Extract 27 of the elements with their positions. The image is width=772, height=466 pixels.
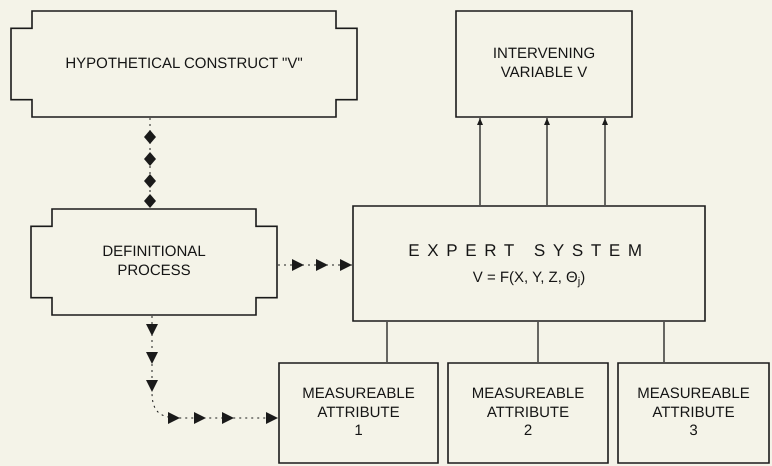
variable-box: [455, 10, 633, 118]
attribute-box: [617, 362, 770, 464]
arrow-chain: [278, 259, 352, 271]
box-title: EXPERT SYSTEM: [408, 240, 650, 261]
process-box: [30, 208, 278, 316]
attribute-box: [278, 362, 439, 464]
construct-box: [10, 10, 358, 118]
attribute-box: [447, 362, 609, 464]
connector-line: [386, 322, 388, 362]
formula-text: V = F(X, Y, Z, Θ$_{j}$): [472, 268, 586, 288]
box-label: MEASUREABLE ATTRIBUTE: [636, 384, 751, 422]
box-label: MEASUREABLE ATTRIBUTE: [470, 384, 586, 422]
box-label: MEASUREABLE ATTRIBUTE: [301, 384, 416, 422]
attribute-number: 2: [524, 422, 532, 442]
arrow: [602, 118, 608, 205]
box-label: HYPOTHETICAL CONSTRUCT "V": [65, 54, 303, 74]
box-label: INTERVENING VARIABLE V: [492, 45, 596, 83]
attribute-number: 3: [689, 422, 698, 442]
connector-line: [663, 322, 665, 362]
attribute-number: 1: [354, 422, 363, 442]
diamond-chain: [144, 118, 156, 208]
system-box: [352, 205, 706, 322]
arrow: [477, 118, 483, 205]
connector-line: [537, 322, 539, 362]
arrow-chain: [146, 316, 278, 424]
box-label: DEFINITIONAL PROCESS: [101, 243, 207, 281]
arrow: [544, 118, 550, 205]
